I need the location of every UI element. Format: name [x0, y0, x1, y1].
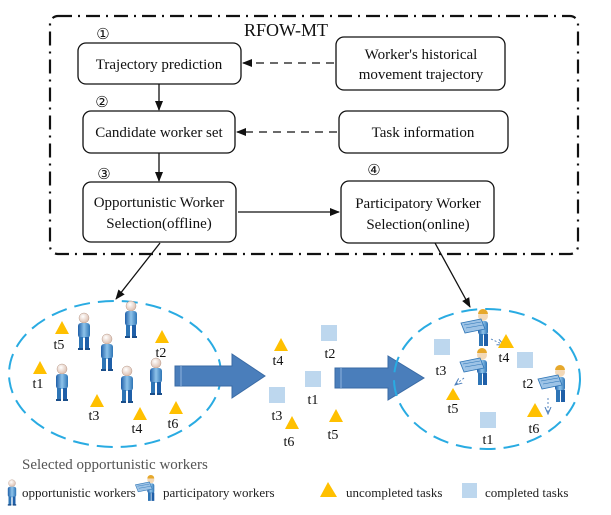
opportunistic-worker-icon: [55, 363, 69, 402]
participatory-workers-group: t4 t5 t6 t3 t2 t1: [393, 308, 581, 450]
legend: opportunistic workers participatory work…: [7, 474, 568, 506]
legend-label-opportunistic: opportunistic workers: [22, 485, 136, 500]
candidate-worker-set-label: Candidate worker set: [95, 125, 223, 141]
historical-trajectory-box: [335, 36, 506, 91]
task-triangle-t4: [498, 334, 514, 348]
task-label: t6: [168, 417, 179, 432]
task-state-group: t4 t6 t5 t2 t1 t3: [269, 325, 343, 450]
step-3-number: ③: [97, 167, 110, 183]
opportunistic-selection-label-line2: Selection(offline): [106, 216, 212, 232]
step-1-number: ①: [96, 27, 109, 43]
participatory-selection-label-line2: Selection(online): [366, 217, 469, 233]
task-label: t5: [328, 428, 339, 443]
task-label: t4: [132, 422, 143, 437]
opportunistic-worker-icon: [149, 357, 163, 396]
task-square-t3: [269, 387, 285, 403]
task-triangle-t4: [133, 407, 147, 420]
participatory-selection-box: [340, 180, 495, 244]
opportunistic-worker-icon: [124, 300, 138, 339]
task-label: t3: [89, 409, 100, 424]
diagram-title: RFOW-MT: [244, 20, 328, 40]
task-triangle-t3: [90, 394, 104, 407]
task-label: t4: [499, 351, 510, 366]
task-triangle-t6: [527, 403, 543, 417]
task-label: t2: [523, 377, 534, 392]
task-label: t1: [483, 433, 494, 448]
participatory-selection-label-line1: Participatory Worker: [355, 196, 481, 212]
task-triangle-t5: [55, 321, 69, 334]
task-label: t5: [448, 402, 459, 417]
task-label: t4: [273, 354, 284, 369]
task-label: t2: [325, 347, 336, 362]
triangle-icon: [320, 482, 337, 497]
rfow-mt-frame: [48, 14, 580, 256]
right-group-ellipse: [393, 308, 581, 450]
task-information-label: Task information: [372, 125, 475, 141]
task-label: t1: [308, 393, 319, 408]
big-arrow-left: [174, 353, 266, 399]
historical-trajectory-label-line1: Worker's historical: [365, 47, 478, 63]
opportunistic-selection-label-line1: Opportunistic Worker: [94, 195, 225, 211]
task-label: t6: [529, 422, 540, 437]
task-label: t6: [284, 435, 295, 450]
task-square-t1: [480, 412, 496, 428]
trajectory-prediction-label: Trajectory prediction: [96, 57, 223, 73]
step-4-number: ④: [367, 163, 380, 179]
arrow-to-left-group: [115, 242, 161, 300]
task-information-box: [338, 110, 509, 154]
arrow-to-right-group: [434, 242, 471, 308]
task-triangle-t4: [274, 338, 288, 351]
opportunistic-worker-icon: [77, 312, 91, 351]
task-label: t5: [54, 338, 65, 353]
task-square-t2: [321, 325, 337, 341]
task-label: t2: [156, 346, 167, 361]
task-square-t1: [305, 371, 321, 387]
square-icon: [462, 483, 477, 498]
task-triangle-t5: [329, 409, 343, 422]
task-label: t3: [436, 364, 447, 379]
task-label: t1: [33, 377, 44, 392]
step-2-number: ②: [95, 95, 108, 111]
participatory-worker-icon: [135, 474, 155, 502]
legend-label-participatory: participatory workers: [163, 485, 275, 500]
legend-label-completed: completed tasks: [485, 485, 568, 500]
participatory-worker-icon: [460, 308, 489, 347]
opportunistic-worker-icon: [120, 365, 134, 404]
task-square-t2: [517, 352, 533, 368]
task-square-t3: [434, 339, 450, 355]
participatory-worker-icon: [537, 364, 566, 403]
task-triangle-t6: [169, 401, 183, 414]
task-triangle-t5: [446, 388, 460, 400]
big-arrow-right: [334, 355, 425, 401]
task-label: t3: [272, 409, 283, 424]
legend-label-uncompleted: uncompleted tasks: [346, 485, 442, 500]
opportunistic-worker-icon: [100, 333, 114, 372]
assignment-arrow: [455, 377, 465, 385]
historical-trajectory-label-line2: movement trajectory: [359, 67, 484, 83]
opportunistic-selection-box: [82, 181, 237, 243]
task-triangle-t6: [285, 416, 299, 429]
task-triangle-t2: [155, 330, 169, 343]
participatory-worker-icon: [459, 347, 488, 386]
task-triangle-t1: [33, 361, 47, 374]
selected-workers-caption: Selected opportunistic workers: [22, 457, 208, 473]
opportunistic-worker-icon: [7, 479, 17, 506]
